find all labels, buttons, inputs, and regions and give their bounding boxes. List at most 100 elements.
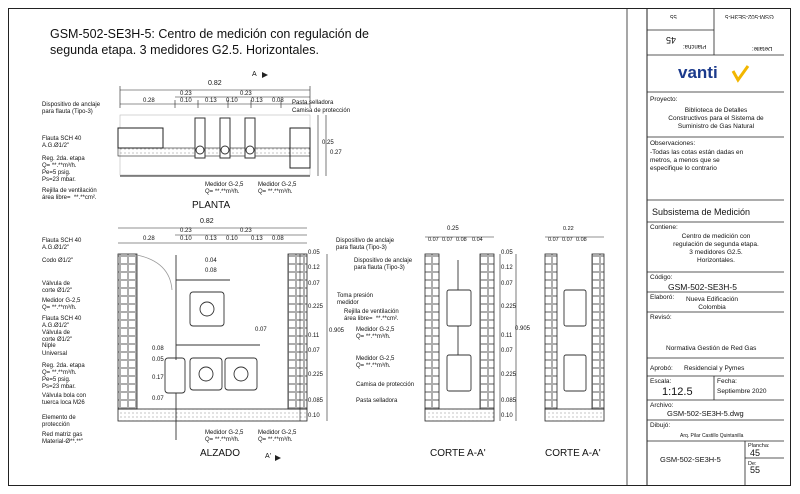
- elev-valvula2-label: Válvula de corte Ø1/2": [42, 330, 73, 343]
- plan-dispositivo-label: Dispositivo de anclaje para flauta (Tipo…: [42, 102, 101, 115]
- plan-view-name: PLANTA: [192, 200, 231, 211]
- sec1-camisa-label: Camisa de protección: [356, 382, 415, 388]
- elev-rdim-4: 0.11: [308, 333, 320, 339]
- tb-top-plancha-val: 45: [666, 35, 677, 45]
- sec1-rdim-7: 0.085: [501, 398, 517, 404]
- elev-inner-4: 0.05: [152, 357, 164, 363]
- tb-aprobo-label: Aprobó:: [650, 365, 673, 372]
- sec1-rdim-0: 0.05: [501, 250, 513, 256]
- plan-dim-total: 0.82: [208, 80, 222, 87]
- elev-total: 0.905: [329, 328, 345, 334]
- tb-archivo: GSM-502-SE3H-5.dwg: [667, 409, 744, 418]
- elev-dim-b: 0.23: [240, 228, 252, 234]
- elev-dim-r4: 0.13: [251, 236, 263, 242]
- elev-valvula1-label: Válvula de corte Ø1/2": [42, 281, 73, 294]
- sec1-pasta-label: Pasta selladora: [356, 398, 398, 404]
- elev-inner-1: 0.08: [205, 268, 217, 274]
- tb-proyecto-label: Proyecto:: [650, 96, 678, 103]
- sec1-medidor1-label: Medidor G-2,5 Q= **.**m³/h.: [356, 327, 395, 340]
- elev-rdim-1: 0.12: [308, 265, 320, 271]
- tb-fecha-label: Fecha:: [717, 378, 737, 385]
- sec1-rdim-2: 0.07: [501, 281, 513, 287]
- section1-view-name: CORTE A-A': [430, 448, 486, 459]
- plan-side-total: 0.25: [322, 140, 334, 146]
- elev-valvula-bola-label: Válvula bola con tuerca loca M26: [42, 393, 87, 406]
- sec1-rejilla-label: Rejilla de ventilación área libre= **.**…: [344, 309, 399, 322]
- tb-de: 55: [750, 465, 761, 475]
- plan-dim-r4: 0.13: [251, 98, 263, 104]
- elev-medidor-label: Medidor G-2,5 Q= **.**m³/h.: [42, 298, 81, 311]
- elev-inner-6: 0.07: [152, 396, 164, 402]
- elev-medidor-a-label: Medidor G-2,5 Q= **.**m³/h.: [205, 430, 244, 443]
- sec1-rdim-3: 0.225: [501, 304, 517, 310]
- elevation-view: [117, 227, 328, 461]
- plan-camisa-label: Camisa de protección: [292, 108, 351, 114]
- tb-archivo-label: Archivo:: [650, 402, 674, 409]
- plan-dim-r3: 0.10: [226, 98, 238, 104]
- sec1-dim-r1: 0.07: [442, 237, 453, 243]
- plan-dim-r1: 0.10: [180, 98, 192, 104]
- elev-dim-r1: 0.10: [180, 236, 192, 242]
- tb-fecha: Septiembre 2020: [717, 388, 767, 395]
- elev-medidor-b-label: Medidor G-2,5 Q= **.**m³/h.: [258, 430, 297, 443]
- tb-reviso: Normativa Gestión de Red Gas: [666, 345, 757, 352]
- tb-top-detalle: Detalle:: [752, 45, 773, 51]
- elev-dispositivo-label: Dispositivo de anclaje para flauta (Tipo…: [336, 238, 395, 251]
- tb-top-code: GSM-502-SE3H-5: [725, 13, 774, 19]
- sec1-medidor2-label: Medidor G-2,5 Q= **.**m³/h.: [356, 356, 395, 369]
- elevation-view-name: ALZADO: [200, 448, 241, 459]
- plan-section-mark: A: [252, 71, 257, 78]
- elev-flauta2-label: Flauta SCH 40 A.G.Ø1/2": [42, 316, 82, 329]
- tb-elaboro-label: Elaboró:: [650, 294, 675, 301]
- tb-observaciones-label: Observaciones:: [650, 140, 696, 147]
- plan-medidor2-label: Medidor G-2,5 Q= **.**m³/h.: [258, 182, 297, 195]
- plan-dim-r5: 0.08: [272, 98, 284, 104]
- plan-medidor1-label: Medidor G-2,5 Q= **.**m³/h.: [205, 182, 244, 195]
- tb-plancha-label: Plancha:: [748, 443, 770, 449]
- elev-niple-label: Niple: [42, 343, 56, 349]
- elev-rdim-8: 0.10: [308, 413, 320, 419]
- sec1-dim-total: 0.25: [447, 226, 459, 232]
- sec2-dim-r2: 0.08: [576, 237, 587, 243]
- sec1-rdim-6: 0.225: [501, 372, 517, 378]
- elev-rdim-3: 0.225: [308, 304, 324, 310]
- tb-bottom-code: GSM-502-SE3H-5: [660, 455, 721, 464]
- tb-contiene-label: Contiene:: [650, 224, 678, 231]
- plan-side-total2: 0.27: [330, 150, 342, 156]
- tb-subsistema: Subsistema de Medición: [652, 207, 751, 217]
- elev-rdim-0: 0.05: [308, 250, 320, 256]
- tb-top-de-val: 55: [670, 13, 677, 19]
- sec1-rdim-4: 0.11: [501, 333, 513, 339]
- elev-flauta-label: Flauta SCH 40 A.G.Ø1/2": [42, 238, 82, 251]
- plan-rejilla-label: Rejilla de ventilación área libre= **.**…: [42, 188, 97, 201]
- elev-rdim-5: 0.07: [308, 348, 320, 354]
- elev-section-mark: A': [265, 453, 272, 460]
- title-line-1: GSM-502-SE3H-5: Centro de medición con r…: [50, 27, 369, 41]
- vanti-check-icon: [731, 65, 750, 83]
- tb-contiene: Centro de medición con regulación de seg…: [673, 233, 759, 264]
- tb-reviso-label: Revisó:: [650, 314, 672, 321]
- tb-observaciones: -Todas las cotas están dadas en metros, …: [650, 149, 744, 172]
- elev-dim-a: 0.23: [180, 228, 192, 234]
- sec2-dim-total: 0.22: [563, 226, 574, 232]
- sec1-dim-r3: 0.04: [472, 237, 483, 243]
- elev-rdim-6: 0.225: [308, 372, 324, 378]
- elev-reg-label: Reg. 2da. etapa Q= **.**m³/h. Pe=5 psig.…: [42, 363, 85, 390]
- sec1-total: 0.905: [515, 326, 531, 332]
- plan-dim-r2: 0.13: [205, 98, 217, 104]
- sec1-rdim-5: 0.07: [501, 348, 513, 354]
- sec1-dim-r0: 0.07: [428, 237, 439, 243]
- section2-view-name: CORTE A-A': [545, 448, 601, 459]
- elev-inner-2: 0.07: [255, 327, 267, 333]
- tb-aprobo: Residencial y Pymes: [684, 365, 745, 372]
- tb-plancha: 45: [750, 448, 761, 458]
- plan-dim-b: 0.23: [240, 91, 252, 97]
- elev-codo-label: Codo Ø1/2": [42, 258, 74, 264]
- tb-proyecto: Biblioteca de Detalles Constructivos par…: [668, 107, 764, 130]
- elev-inner-3: 0.08: [152, 346, 164, 352]
- sec2-dim-r1: 0.07: [562, 237, 573, 243]
- plan-dim-a: 0.23: [180, 91, 192, 97]
- plan-pasta-label: Pasta selladora: [292, 100, 334, 106]
- elev-universal-label: Universal: [42, 351, 68, 357]
- plan-dim-r0: 0.28: [143, 98, 155, 104]
